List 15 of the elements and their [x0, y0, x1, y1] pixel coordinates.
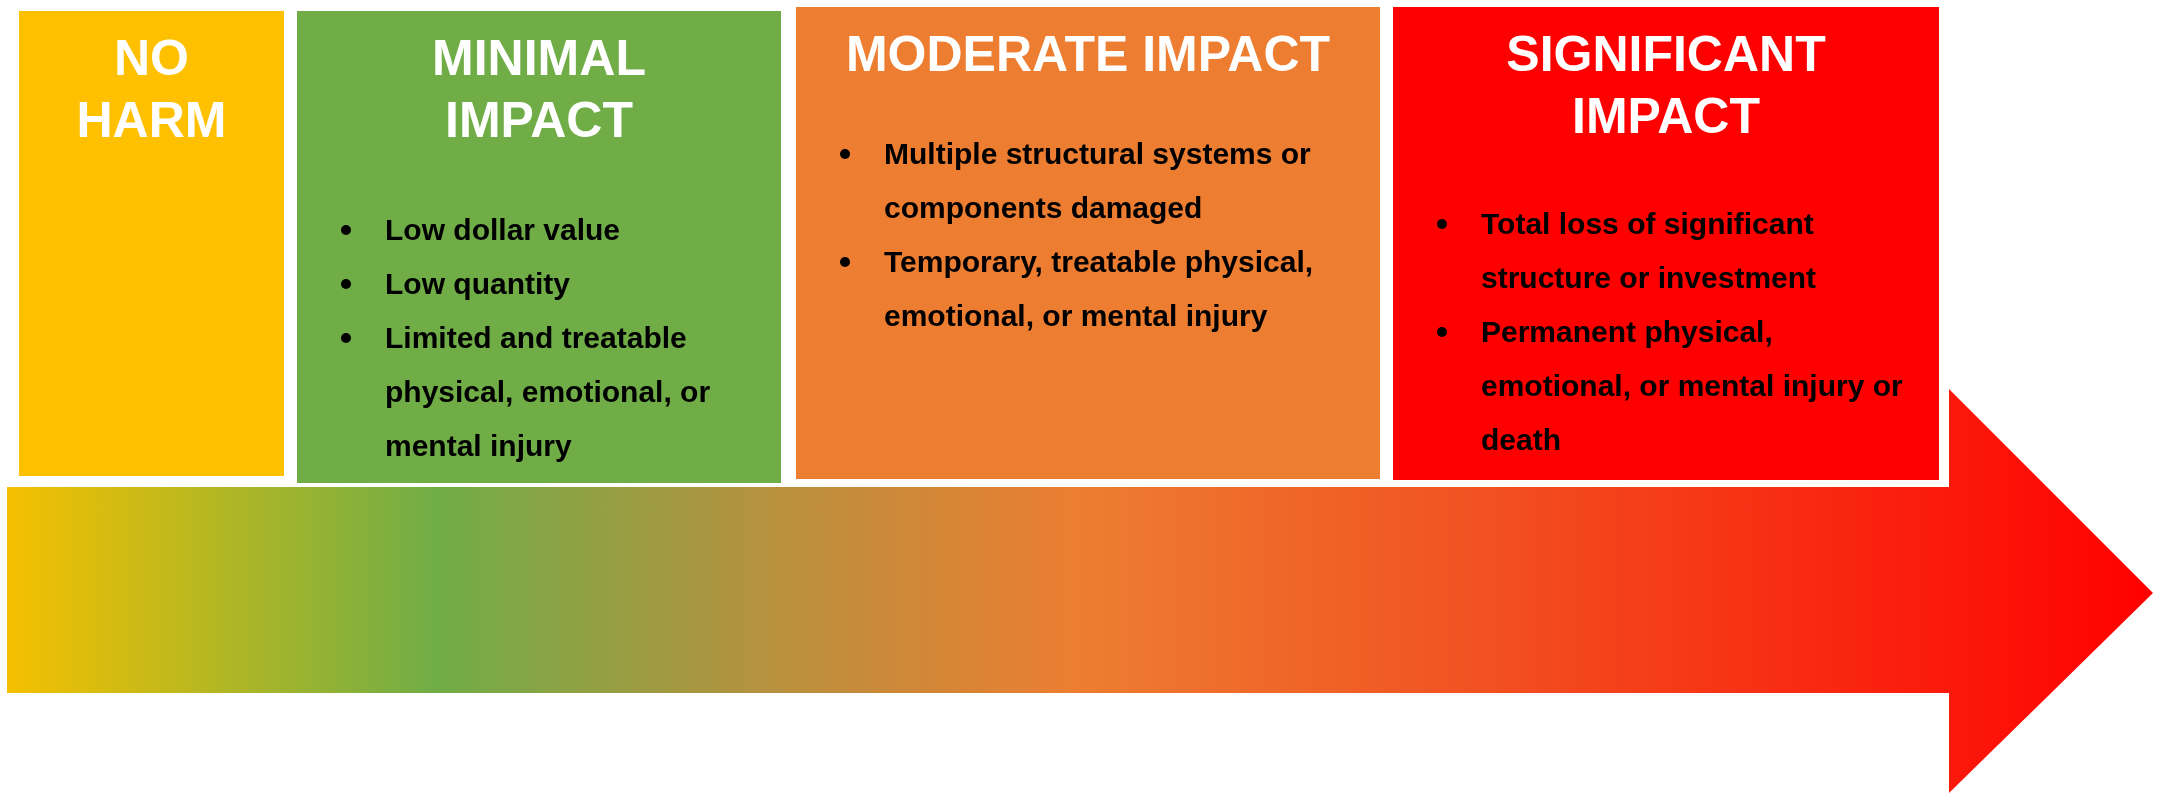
severity-box: [19, 11, 284, 476]
severity-box: [1393, 7, 1939, 480]
bullet-text: Multiple structural systems or components damaged: [884, 136, 1312, 226]
box-heading: SIGNIFICANT IMPACT: [1505, 25, 1827, 146]
severity-box: [297, 11, 781, 483]
bullet-text: Limited and treatable physical, emotional, or mental injury: [385, 320, 712, 464]
box-heading: MODERATE IMPACT: [844, 25, 1332, 84]
bullet-text: Low quantity: [385, 266, 570, 302]
bullet-text: Total loss of significant structure or investment: [1481, 206, 1818, 296]
bullet-text: Temporary, treatable physical, emotional, or mental injury: [884, 244, 1315, 334]
bullet-text: Permanent physical, emotional, or mental injury or death: [1481, 314, 1904, 458]
box-heading: NO HARM: [75, 29, 228, 150]
box-heading: MINIMAL IMPACT: [431, 29, 647, 150]
bullet-text: Low dollar value: [385, 212, 621, 248]
severity-box: [796, 7, 1380, 479]
